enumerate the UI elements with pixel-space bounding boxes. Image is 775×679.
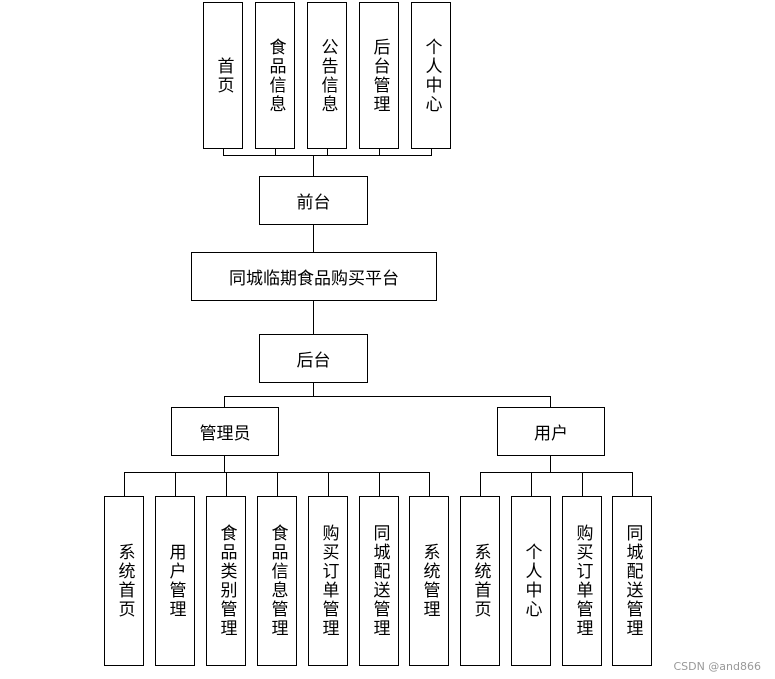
admin-module-purchase-order-management: 购买订单管理 xyxy=(308,496,348,666)
admin-module-food-category-management: 食品类别管理 xyxy=(206,496,246,666)
connector xyxy=(632,472,633,497)
connector xyxy=(582,472,583,497)
connector xyxy=(480,472,481,497)
connector xyxy=(223,155,432,156)
user-module-personal-center: 个人中心 xyxy=(511,496,551,666)
admin-module-user-management: 用户管理 xyxy=(155,496,195,666)
connector xyxy=(550,455,551,473)
front-module-personal-center: 个人中心 xyxy=(411,2,451,149)
connector xyxy=(124,472,125,497)
admin-node: 管理员 xyxy=(171,407,279,456)
connector xyxy=(379,472,380,497)
front-node: 前台 xyxy=(259,176,368,225)
connector xyxy=(175,472,176,497)
connector xyxy=(429,472,430,497)
user-module-local-delivery-management: 同城配送管理 xyxy=(612,496,652,666)
admin-module-system-home: 系统首页 xyxy=(104,496,144,666)
admin-module-local-delivery-management: 同城配送管理 xyxy=(359,496,399,666)
admin-module-food-info-management: 食品信息管理 xyxy=(257,496,297,666)
front-module-food-info: 食品信息 xyxy=(255,2,295,149)
connector xyxy=(531,472,532,497)
connector xyxy=(224,396,225,407)
connector xyxy=(327,148,328,156)
connector xyxy=(313,382,314,397)
connector xyxy=(313,224,314,252)
connector xyxy=(313,300,314,334)
user-module-purchase-order-management: 购买订单管理 xyxy=(562,496,602,666)
user-module-system-home: 系统首页 xyxy=(460,496,500,666)
root-node: 同城临期食品购买平台 xyxy=(191,252,437,301)
watermark: CSDN @and866 xyxy=(673,660,761,673)
connector xyxy=(328,472,329,497)
connector xyxy=(550,396,551,407)
connector xyxy=(224,455,225,473)
connector xyxy=(224,396,551,397)
admin-module-system-management: 系统管理 xyxy=(409,496,449,666)
connector xyxy=(431,148,432,156)
connector xyxy=(480,472,633,473)
front-module-home: 首页 xyxy=(203,2,243,149)
connector xyxy=(223,148,224,156)
front-module-backend-management: 后台管理 xyxy=(359,2,399,149)
connector xyxy=(313,155,314,176)
connector xyxy=(277,472,278,497)
connector xyxy=(275,148,276,156)
user-node: 用户 xyxy=(497,407,605,456)
connector xyxy=(379,148,380,156)
back-node: 后台 xyxy=(259,334,368,383)
front-module-notice-info: 公告信息 xyxy=(307,2,347,149)
connector xyxy=(226,472,227,497)
